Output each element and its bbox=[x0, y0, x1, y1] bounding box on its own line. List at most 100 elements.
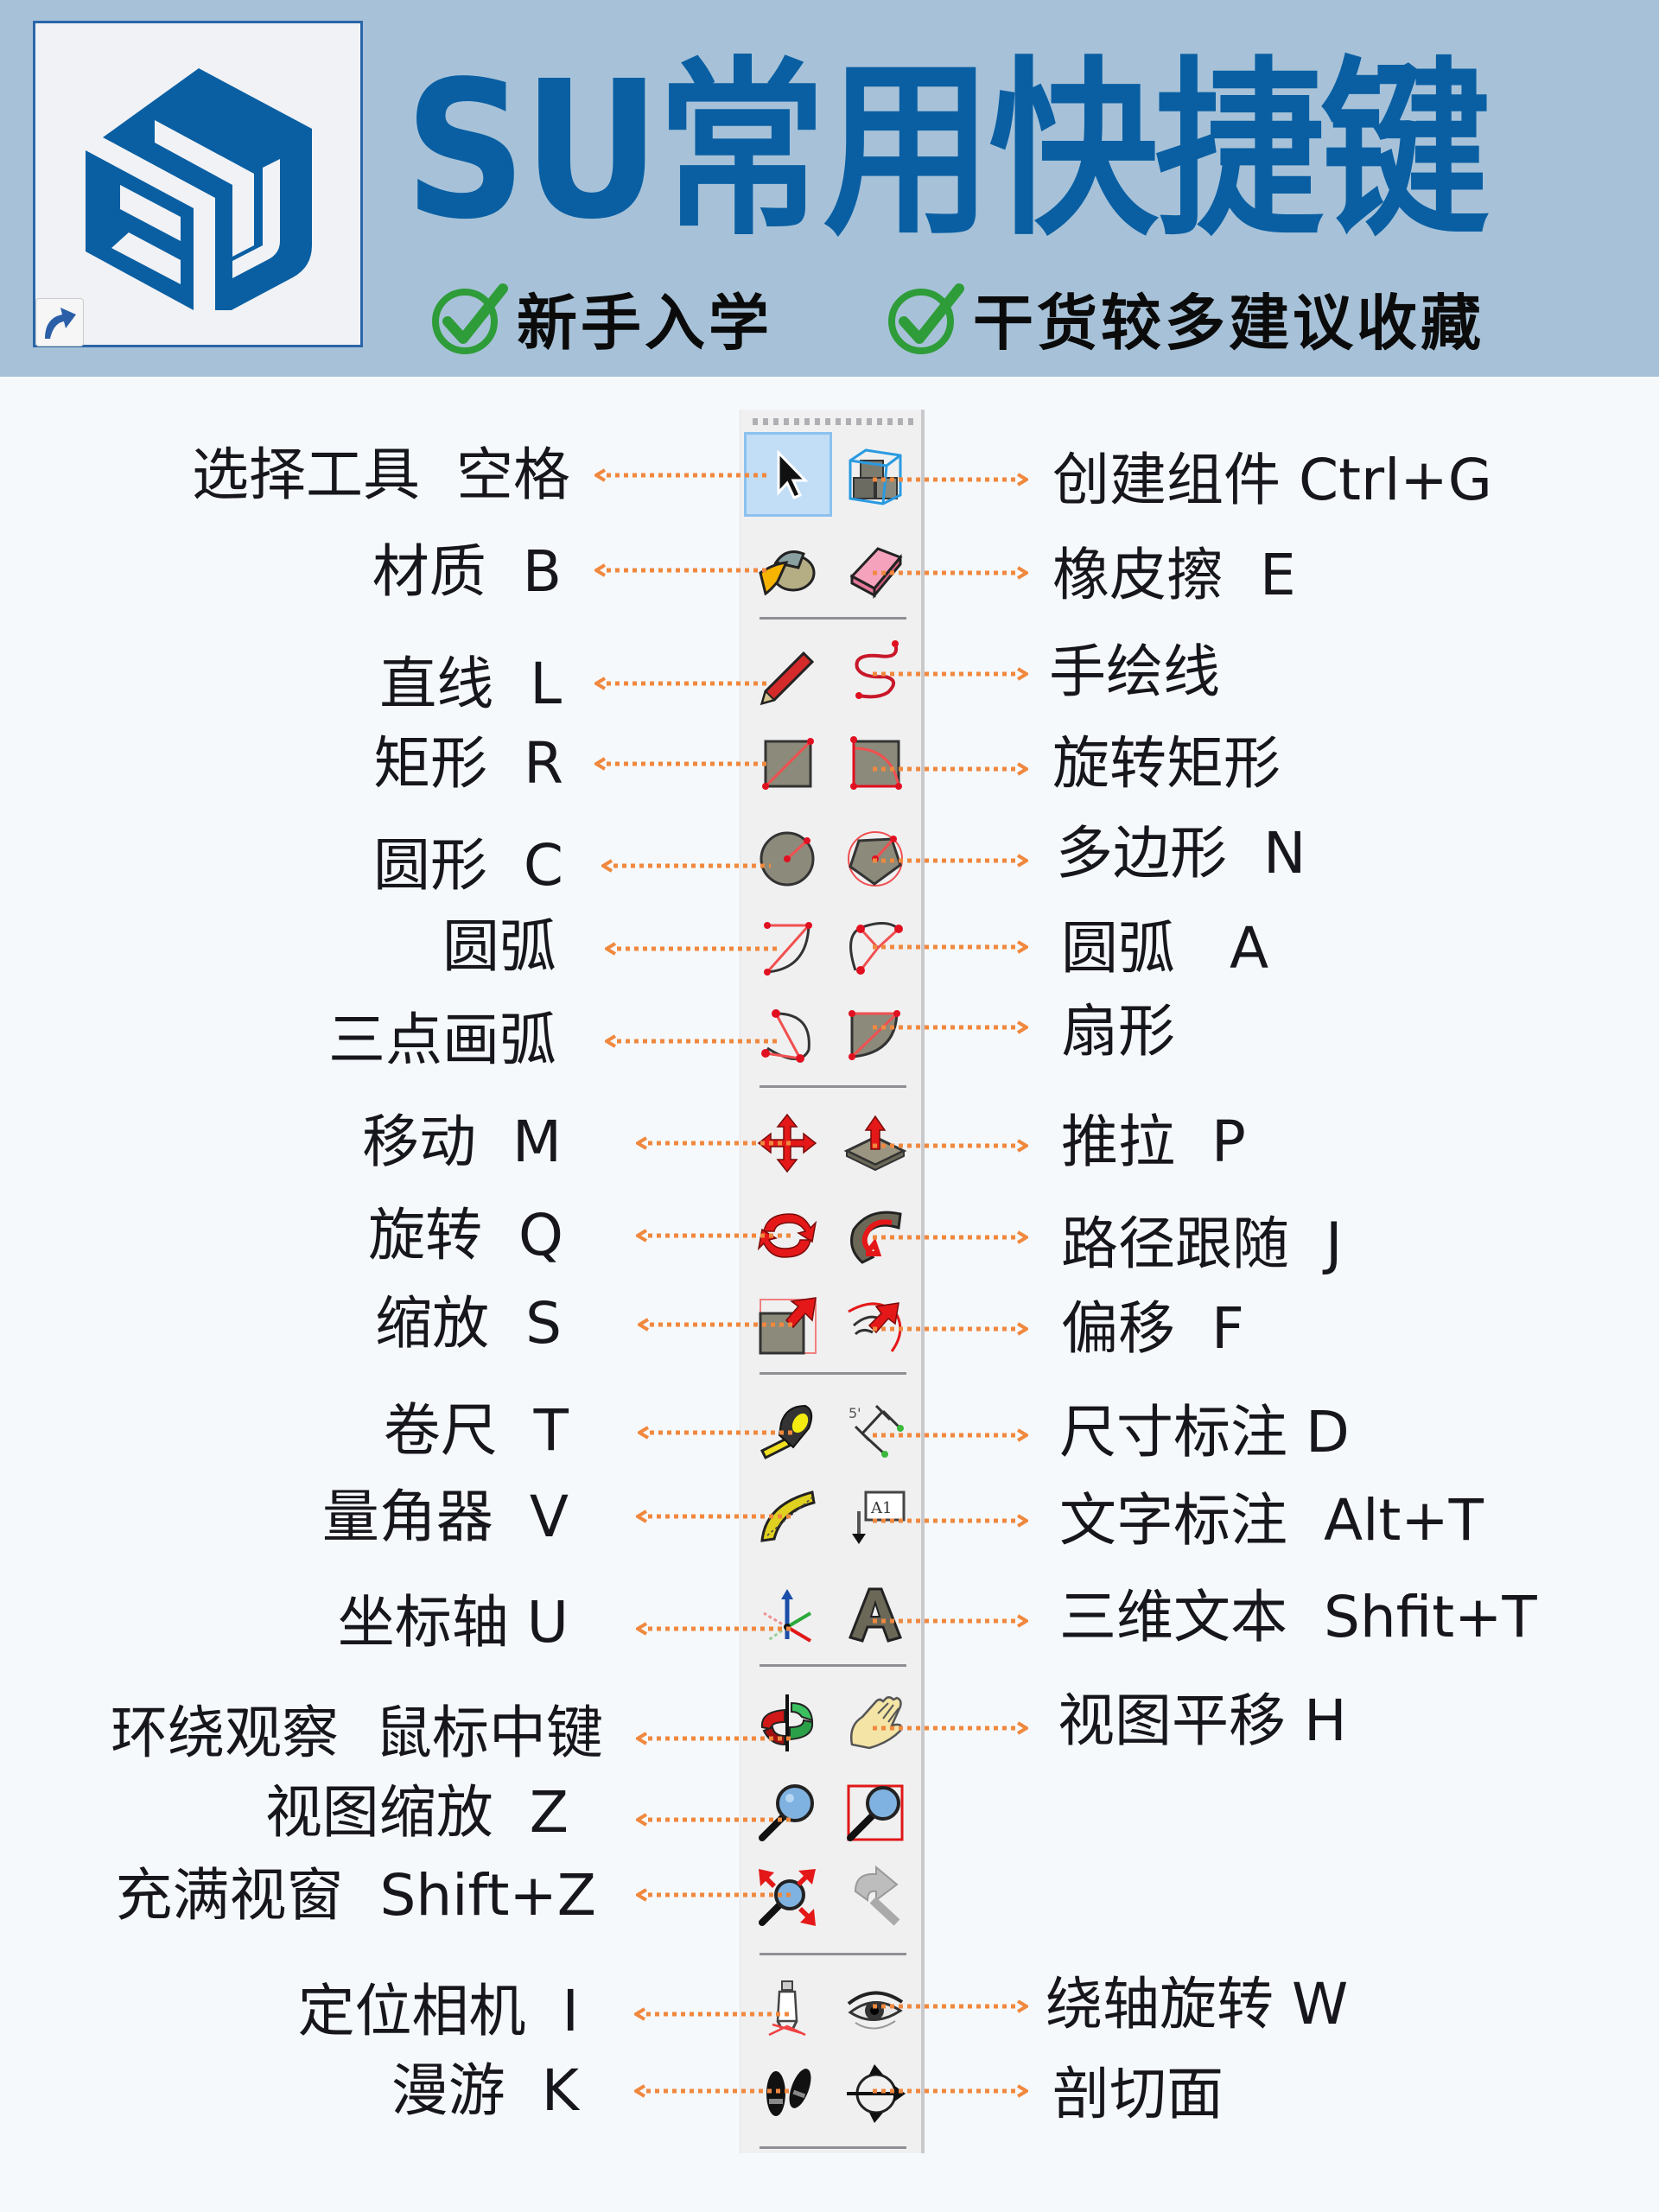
arrow-right-connector bbox=[873, 1721, 1028, 1735]
shortcut-label-follow-me: 路径跟随 J bbox=[1061, 1211, 1343, 1277]
subtitle-beginner: 新手入学 bbox=[429, 275, 772, 361]
arrow-left-connector bbox=[594, 468, 767, 482]
shortcut-label-text: 文字标注 Alt+T bbox=[1059, 1487, 1484, 1554]
tool-push-pull[interactable] bbox=[837, 1105, 913, 1181]
tool-select[interactable] bbox=[744, 432, 832, 517]
eraser-icon bbox=[849, 547, 903, 600]
tool-paint-bucket[interactable] bbox=[749, 532, 825, 608]
green-check-circle-icon bbox=[432, 283, 508, 354]
arrow-left-connector bbox=[594, 563, 767, 577]
page-title: SU常用快捷键 bbox=[404, 41, 1490, 262]
shortcut-label-dimension: 尺寸标注 D bbox=[1059, 1399, 1350, 1465]
tool-position-camera[interactable] bbox=[749, 1972, 825, 2048]
shortcut-label-scale: 缩放 S bbox=[375, 1290, 562, 1357]
toolbar-separator bbox=[760, 1085, 906, 1088]
shortcut-label-zoom: 视图缩放 Z bbox=[264, 1779, 569, 1846]
tool-circle[interactable] bbox=[749, 821, 825, 897]
position-camera-icon bbox=[768, 1980, 806, 2037]
tool-pie[interactable] bbox=[837, 997, 913, 1073]
tool-arc[interactable] bbox=[749, 911, 825, 987]
tool-line[interactable] bbox=[749, 640, 825, 716]
look-around-eye-icon bbox=[847, 1991, 904, 2030]
tool-orbit[interactable] bbox=[749, 1685, 825, 1761]
tool-make-component[interactable] bbox=[837, 437, 913, 513]
tool-axes[interactable] bbox=[749, 1581, 825, 1657]
arrow-right-connector bbox=[873, 1999, 1028, 2013]
three-point-arc-icon bbox=[761, 1009, 810, 1063]
shortcut-label-position-camera: 定位相机 I bbox=[297, 1978, 579, 2044]
tool-previous-view[interactable] bbox=[837, 1859, 913, 1936]
tool-follow-me[interactable] bbox=[837, 1198, 913, 1274]
shortcut-label-line: 直线 L bbox=[379, 651, 562, 717]
arrow-left-connector bbox=[636, 1229, 791, 1243]
circle-icon bbox=[760, 831, 815, 887]
pie-icon bbox=[849, 1010, 900, 1060]
tool-offset[interactable] bbox=[837, 1288, 913, 1364]
tool-rotated-rectangle[interactable] bbox=[837, 725, 913, 801]
arrow-right-connector bbox=[873, 1020, 1028, 1034]
sketchup-toolbar: 5' A1 bbox=[740, 410, 925, 2153]
arrow-right-connector bbox=[873, 762, 1028, 776]
tool-section-plane[interactable] bbox=[837, 2055, 913, 2131]
shortcut-label-protractor: 量角器 V bbox=[321, 1484, 569, 1550]
arrow-right-connector bbox=[873, 566, 1028, 580]
arrow-left-connector bbox=[636, 1813, 791, 1827]
make-component-icon bbox=[849, 448, 902, 505]
shortcut-label-freehand: 手绘线 bbox=[1049, 639, 1220, 705]
arrow-right-connector bbox=[873, 1428, 1028, 1442]
arrow-left-connector bbox=[601, 859, 771, 873]
tool-text[interactable]: A1 bbox=[837, 1479, 913, 1555]
rotated-rectangle-icon bbox=[850, 736, 902, 790]
tool-protractor[interactable] bbox=[749, 1479, 825, 1555]
previous-view-icon bbox=[854, 1866, 900, 1926]
shortcut-label-circle: 圆形 C bbox=[372, 832, 563, 899]
svg-text:5': 5' bbox=[849, 1405, 861, 1421]
arrow-right-connector bbox=[873, 1139, 1028, 1153]
arrow-right-connector bbox=[873, 1230, 1028, 1244]
arrow-left-connector bbox=[636, 1622, 791, 1636]
arrow-right-connector bbox=[873, 667, 1028, 681]
walk-footprints-icon bbox=[766, 2069, 811, 2116]
freehand-icon bbox=[855, 640, 899, 699]
arrow-left-connector bbox=[605, 942, 778, 956]
axes-icon bbox=[763, 1589, 812, 1643]
app-logo-tile bbox=[33, 21, 363, 347]
subtitle-bookmark: 干货较多建议收藏 bbox=[885, 275, 1484, 361]
tool-two-point-arc[interactable] bbox=[837, 911, 913, 987]
text-label-icon: A1 bbox=[852, 1491, 906, 1544]
arrow-left-connector bbox=[605, 1034, 778, 1048]
tool-three-point-arc[interactable] bbox=[749, 1001, 825, 1077]
tool-pan[interactable] bbox=[837, 1685, 913, 1761]
tool-tape-measure[interactable] bbox=[749, 1393, 825, 1469]
tool-eraser[interactable] bbox=[837, 532, 913, 608]
shortcut-label-polygon: 多边形 N bbox=[1056, 820, 1306, 887]
toolbar-separator bbox=[760, 617, 906, 620]
arrow-left-connector bbox=[638, 1318, 793, 1332]
shortcut-label-rotate: 旋转 Q bbox=[368, 1202, 563, 1268]
pencil-line-icon bbox=[760, 651, 815, 706]
arrow-left-connector bbox=[594, 757, 767, 771]
shortcut-label-rectangle: 矩形 R bbox=[373, 730, 563, 797]
tool-3d-text[interactable] bbox=[837, 1578, 913, 1654]
arrow-left-connector bbox=[634, 2084, 790, 2098]
shortcut-label-move: 移动 M bbox=[362, 1109, 562, 1175]
shortcut-label-push-pull: 推拉 P bbox=[1061, 1109, 1246, 1175]
offset-icon bbox=[848, 1302, 902, 1352]
tool-zoom-window[interactable] bbox=[837, 1775, 913, 1851]
arrow-right-connector bbox=[873, 2084, 1028, 2098]
sketchup-logo-icon bbox=[86, 68, 312, 310]
arrow-right-connector bbox=[873, 473, 1028, 486]
green-check-circle-icon bbox=[888, 283, 964, 354]
tool-dimension[interactable]: 5' bbox=[837, 1393, 913, 1469]
arrow-right-connector bbox=[873, 940, 1028, 954]
shortcut-label-look-around: 绕轴旋转 W bbox=[1046, 1971, 1349, 2037]
tool-look-around[interactable] bbox=[837, 1972, 913, 2048]
tool-walk[interactable] bbox=[749, 2055, 825, 2131]
shortcut-label-eraser: 橡皮擦 E bbox=[1052, 542, 1296, 608]
shortcut-label-orbit: 环绕观察 鼠标中键 bbox=[111, 1700, 603, 1766]
arrow-right-connector bbox=[873, 1322, 1028, 1336]
toolbar-grip[interactable] bbox=[753, 418, 917, 425]
arrow-left-connector bbox=[638, 1426, 793, 1440]
arrow-left-connector bbox=[636, 1136, 791, 1150]
tool-freehand[interactable] bbox=[837, 632, 913, 709]
